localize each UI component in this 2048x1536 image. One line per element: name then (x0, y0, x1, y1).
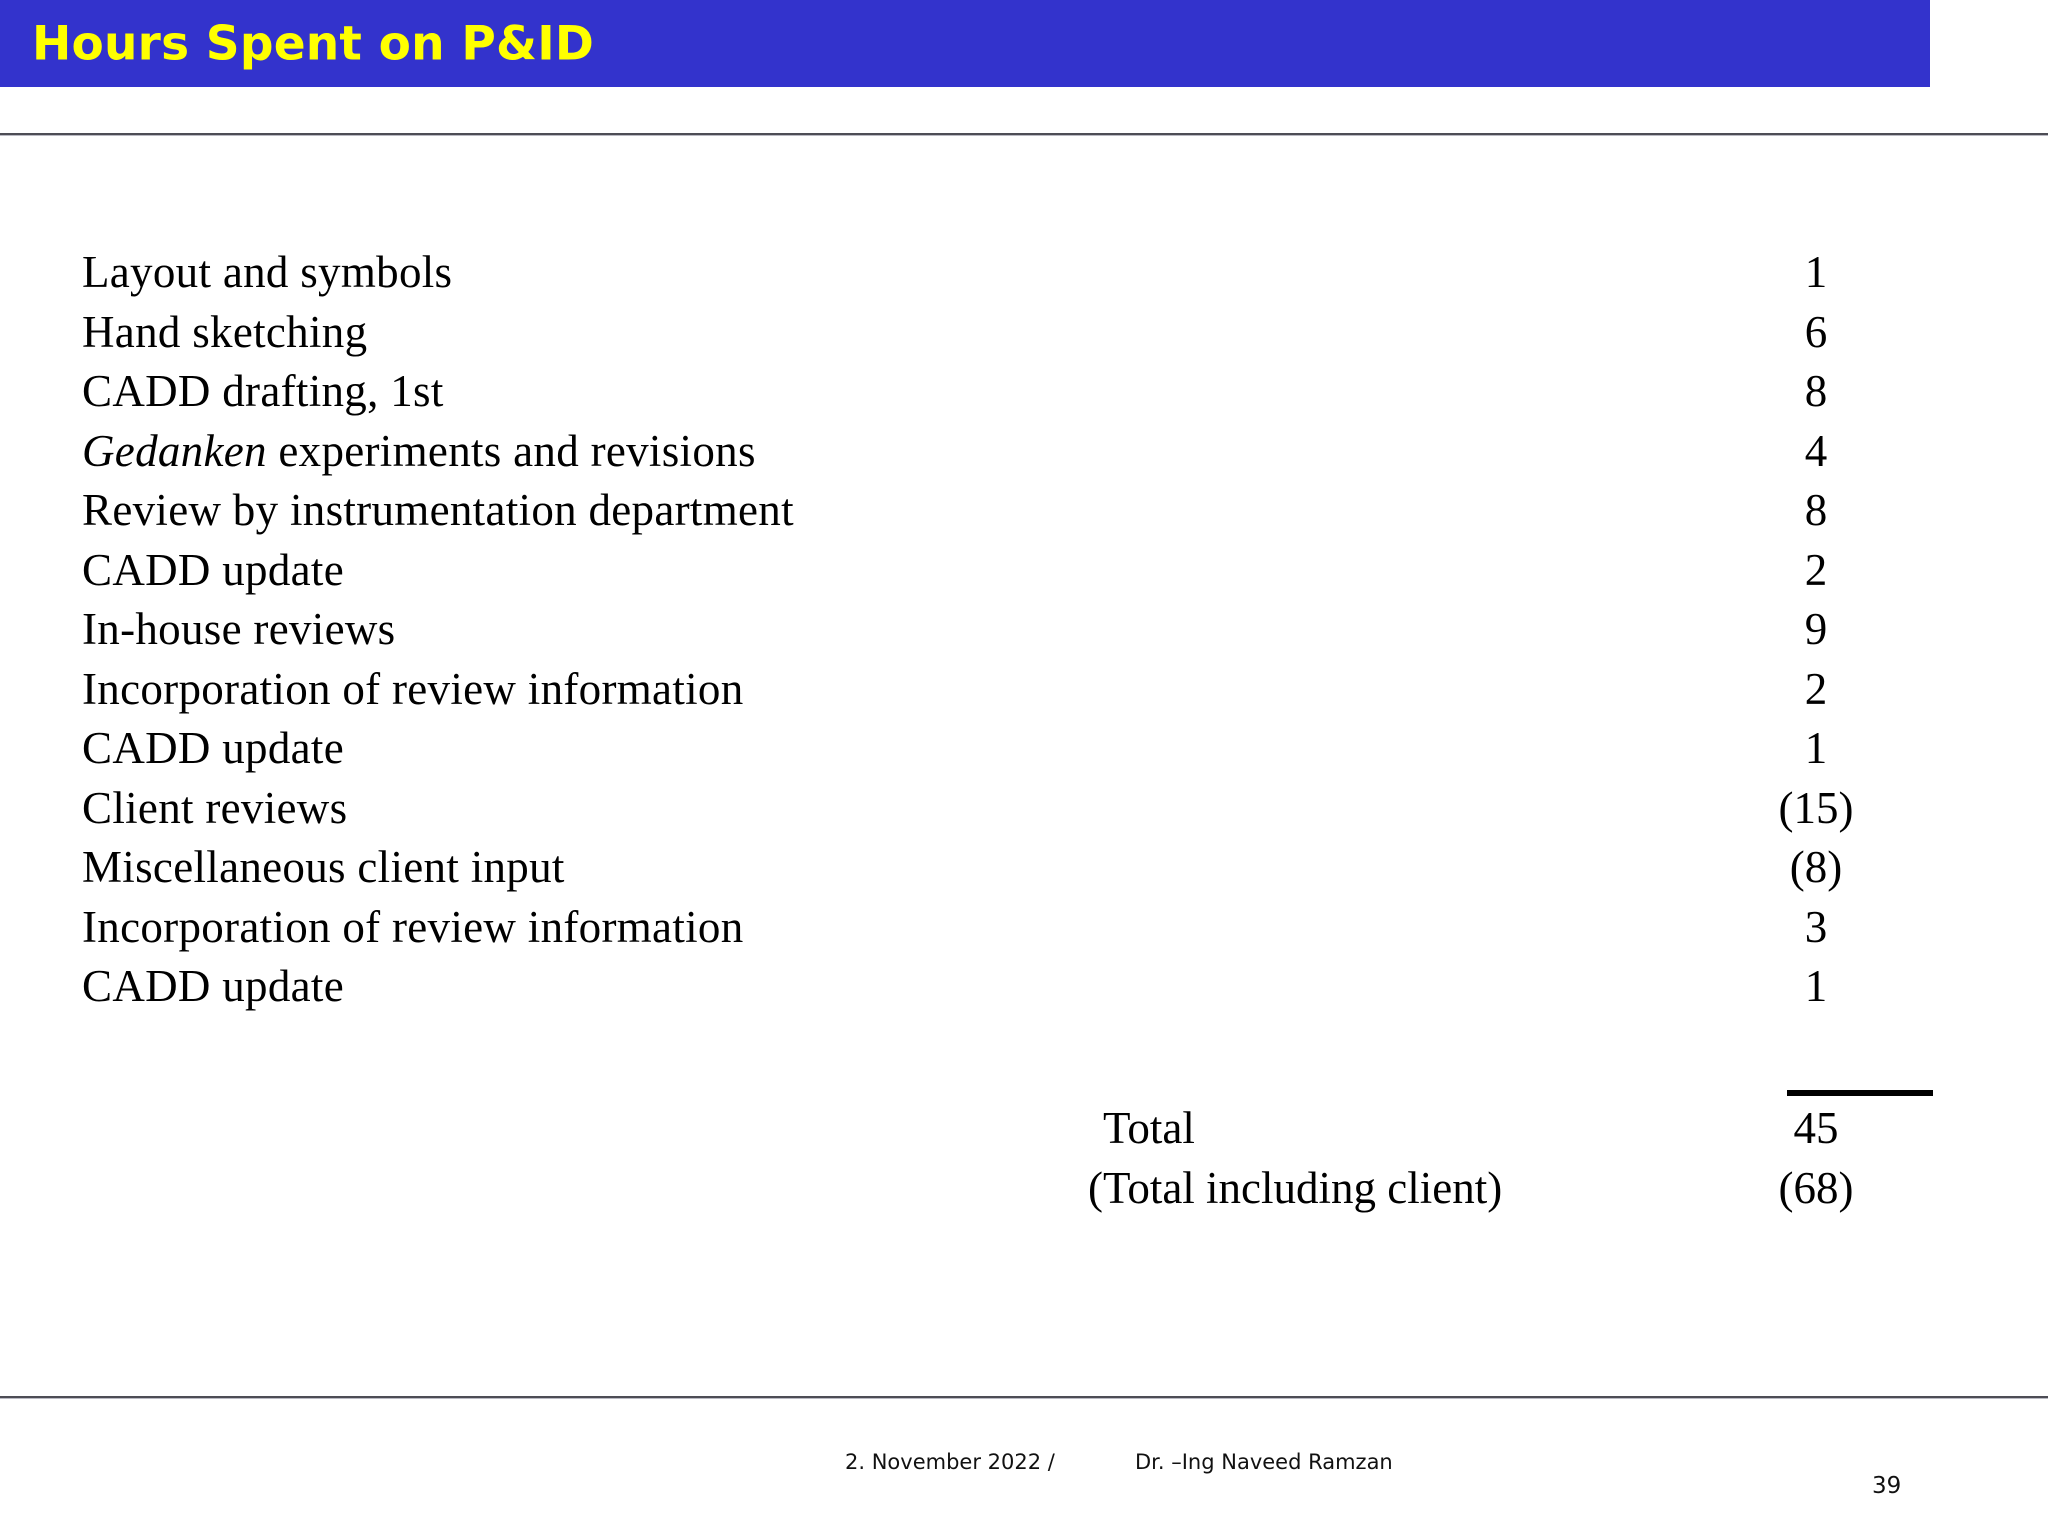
total-value: 45 (1793, 1103, 1839, 1153)
row-label: CADD update (82, 541, 344, 601)
total-label: Total (1103, 1103, 1195, 1153)
sum-underline (1787, 1090, 1933, 1096)
row-label: CADD update (82, 719, 344, 779)
row-value: 9 (1804, 604, 1828, 654)
table-row: Incorporation of review information 3 (0, 898, 2048, 958)
row-label-text: Incorporation of review information (82, 901, 744, 952)
row-label: Hand sketching (82, 303, 367, 363)
row-label-text: CADD update (82, 544, 345, 595)
row-label-text: In-house reviews (82, 604, 396, 654)
table-row: In-house reviews 9 (0, 600, 2048, 660)
row-label: Gedanken experiments and revisions (82, 422, 756, 482)
header-divider (0, 133, 2048, 136)
table-row: Miscellaneous client input (8) (0, 838, 2048, 898)
table-row: Review by instrumentation department 8 (0, 481, 2048, 541)
row-label-text: Layout and symbols (82, 247, 453, 297)
table-row: Gedanken experiments and revisions 4 (0, 422, 2048, 482)
row-label-text: Hand sketching (82, 306, 368, 357)
row-value: 2 (1804, 663, 1828, 714)
table-row: CADD update 1 (0, 719, 2048, 779)
title-bar: Hours Spent on P&ID (0, 0, 1930, 87)
row-label: Client reviews (82, 779, 347, 839)
row-label-text: Miscellaneous client input (82, 842, 565, 892)
table-row: Layout and symbols 1 (0, 243, 2048, 303)
row-label-text: CADD update (82, 723, 345, 773)
row-label: Review by instrumentation department (82, 481, 794, 541)
row-value: 6 (1804, 306, 1828, 357)
footer-date: 2. November 2022 / (845, 1450, 1055, 1474)
table-row: Hand sketching 6 (0, 303, 2048, 363)
row-label: Layout and symbols (82, 243, 452, 303)
row-value: 3 (1804, 901, 1828, 952)
table-row: Client reviews (15) (0, 779, 2048, 839)
row-label: In-house reviews (82, 600, 395, 660)
footer-author: Dr. –Ing Naveed Ramzan (1135, 1450, 1393, 1474)
hours-table: Layout and symbols 1 Hand sketching 6 CA… (0, 243, 2048, 1017)
row-value: 8 (1804, 485, 1828, 535)
total-including-client-value: (68) (1778, 1163, 1854, 1213)
row-label-text: Incorporation of review information (82, 663, 744, 714)
row-label: Incorporation of review information (82, 660, 744, 720)
row-label: CADD drafting, 1st (82, 362, 444, 422)
footer: 2. November 2022 / Dr. –Ing Naveed Ramza… (0, 1450, 2048, 1490)
row-value: (15) (1778, 782, 1854, 833)
total-including-client-row: (Total including client) (68) (0, 1158, 2048, 1218)
row-label-text: CADD update (82, 961, 345, 1011)
row-label: Miscellaneous client input (82, 838, 565, 898)
row-label: Incorporation of review information (82, 898, 744, 958)
row-label-text: Review by instrumentation department (82, 485, 794, 535)
row-value: 8 (1804, 366, 1828, 416)
row-label-emphasis: Gedanken (82, 425, 267, 476)
table-row: CADD update 2 (0, 541, 2048, 601)
page-number: 39 (1872, 1473, 1902, 1499)
row-label-text: experiments and revisions (266, 425, 756, 476)
row-label-text: CADD drafting, 1st (82, 366, 444, 416)
footer-divider (0, 1396, 2048, 1399)
row-label: CADD update (82, 957, 344, 1017)
row-value: 1 (1804, 723, 1828, 773)
total-including-client-label: (Total including client) (1088, 1163, 1503, 1213)
row-label-text: Client reviews (82, 782, 348, 833)
row-value: (8) (1789, 842, 1843, 892)
row-value: 1 (1804, 247, 1828, 297)
table-row: CADD drafting, 1st 8 (0, 362, 2048, 422)
row-value: 1 (1804, 961, 1828, 1011)
total-row: Total 45 (0, 1098, 2048, 1158)
table-row: CADD update 1 (0, 957, 2048, 1017)
page-title: Hours Spent on P&ID (32, 16, 595, 71)
table-row: Incorporation of review information 2 (0, 660, 2048, 720)
row-value: 2 (1804, 544, 1828, 595)
row-value: 4 (1804, 425, 1828, 476)
